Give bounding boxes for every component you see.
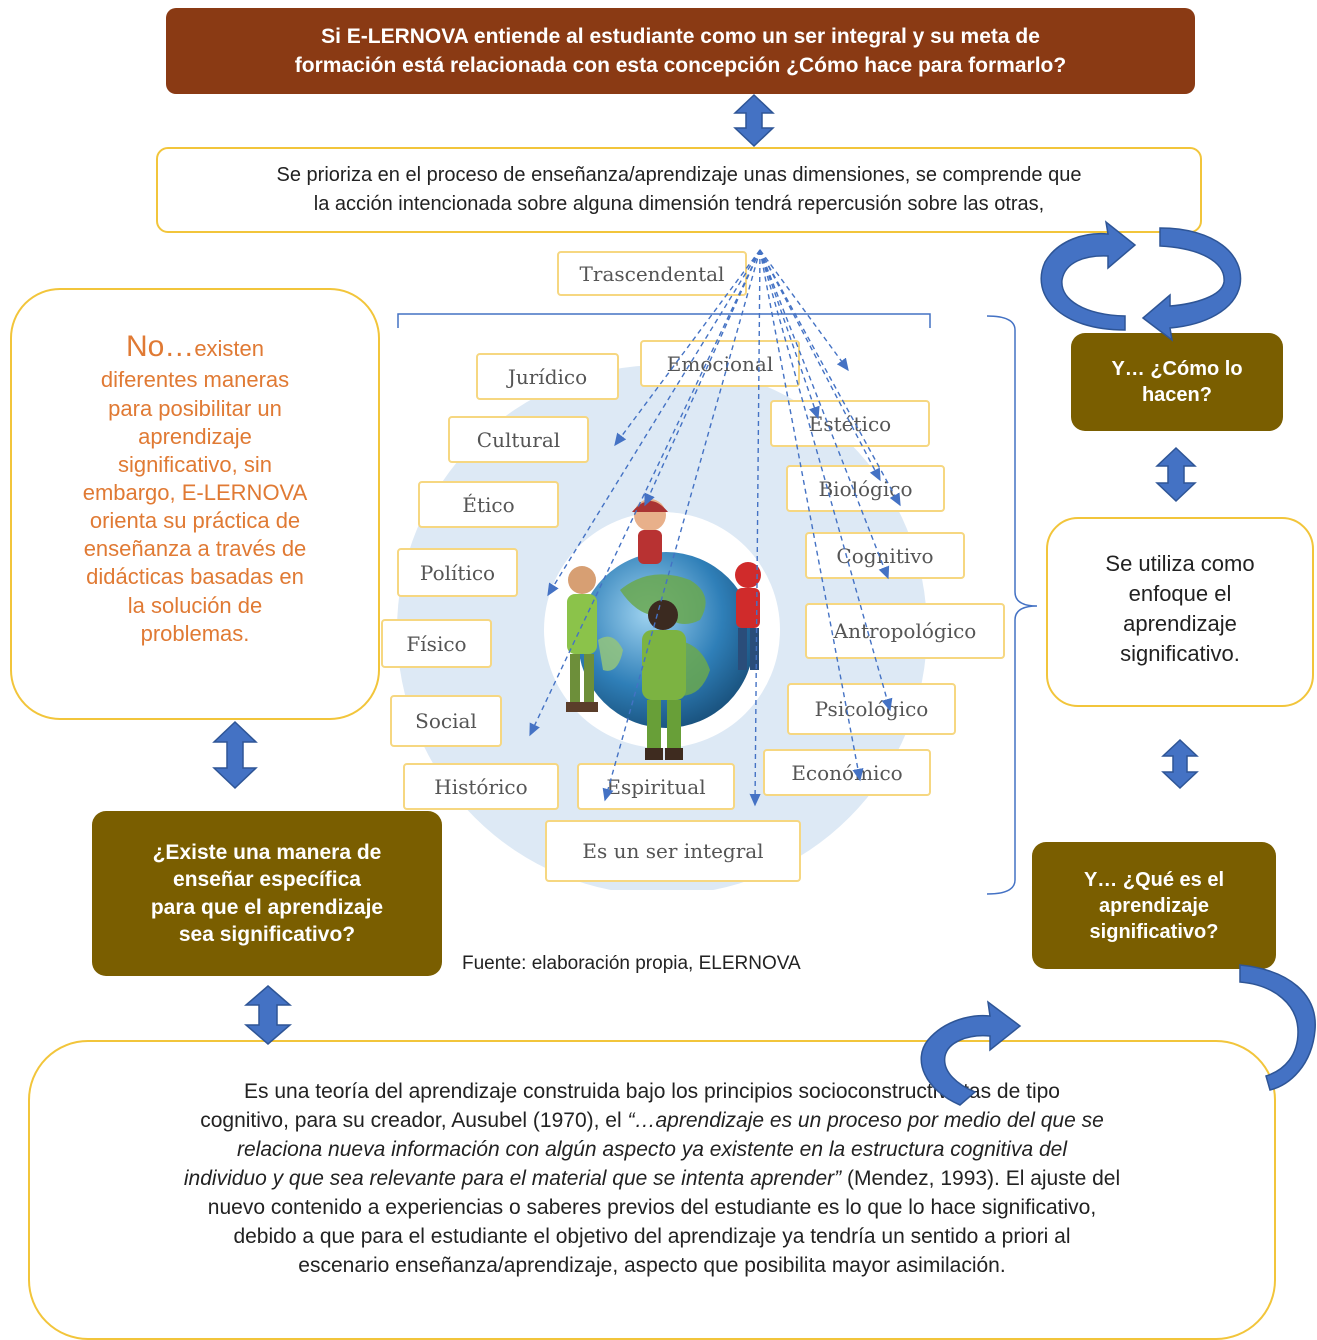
specific-question-line-4: sea significativo? [178,922,356,946]
specific-question-box: ¿Existe una manera de enseñar específica… [92,811,442,976]
priority-line-2: la acción intencionada sobre alguna dime… [313,193,1045,215]
enfoque-bubble: Se utiliza como enfoque el aprendizaje s… [1046,517,1314,707]
dim-economico: Económico [763,749,931,796]
what-question-line-1: Y… ¿Qué es el [1083,868,1225,891]
enfoque-line-4: significativo. [1120,641,1240,667]
dim-estetico: Estético [770,400,930,447]
definition-bubble: Es una teoría del aprendizaje construida… [28,1040,1276,1340]
definition-line-4b: (Mendez, 1993). El ajuste del [841,1166,1121,1190]
enfoque-line-2: enfoque el [1128,581,1232,607]
left-bubble-line: aprendizaje [138,423,252,449]
double-arrow-icon [1161,738,1199,790]
student-figure-right [735,562,761,670]
what-question-line-3: significativo? [1089,920,1219,943]
dim-etico: Ético [418,481,559,528]
how-question-line-1: Y… ¿Cómo lo [1111,358,1243,380]
left-bubble-lead: No… [125,330,195,363]
what-question-box: Y… ¿Qué es el aprendizaje significativo? [1032,842,1276,969]
double-arrow-icon [212,720,258,790]
left-bubble-lead-rest: existen [194,336,265,361]
dim-historico: Histórico [403,763,559,810]
specific-question-line-3: para que el aprendizaje [150,895,384,919]
top-question-box: Si E-LERNOVA entiende al estudiante como… [166,8,1195,94]
what-question-line-2: aprendizaje [1098,894,1210,917]
dim-biologico: Biológico [786,465,945,512]
double-arrow-icon [243,985,293,1045]
left-bubble-line: diferentes maneras [100,367,290,393]
left-bubble-line: didácticas basadas en [86,564,304,590]
top-question-line-1: Si E-LERNOVA entiende al estudiante como… [321,24,1040,48]
priority-box: Se prioriza en el proceso de enseñanza/a… [156,147,1202,233]
enfoque-line-3: aprendizaje [1123,611,1237,637]
right-brace [986,315,1038,895]
left-bubble-line: problemas. [140,620,250,646]
double-arrow-icon [1155,446,1197,503]
how-question-box: Y… ¿Cómo lo hacen? [1071,333,1283,431]
dim-integral: Es un ser integral [545,820,801,882]
dim-psicologico: Psicológico [787,683,956,735]
definition-line-2a: cognitivo, para su creador, Ausubel (197… [200,1108,628,1132]
dim-trascendental: Trascendental [557,251,747,296]
dim-cultural: Cultural [448,416,589,463]
left-bubble-body: diferentes maneras para posibilitar un a… [12,366,378,648]
left-bubble-line: enseñanza a través de [83,536,307,562]
specific-question-line-1: ¿Existe una manera de [152,840,382,864]
cycle-arrows-icon [1040,220,1242,342]
definition-quote-1: “…aprendizaje es un proceso por medio de… [627,1108,1104,1132]
top-bracket [397,313,931,328]
dim-antropologico: Antropológico [805,603,1005,659]
dim-espiritual: Espiritual [577,763,735,810]
definition-quote-3: individuo y que sea relevante para el ma… [183,1166,842,1190]
how-question-line-2: hacen? [1141,384,1212,406]
dim-emocional: Emocional [640,340,800,387]
left-bubble-line: orienta su práctica de [89,508,301,534]
enfoque-line-1: Se utiliza como [1105,551,1255,576]
dim-social: Social [390,695,502,747]
definition-line-6: debido a que para el estudiante el objet… [233,1224,1071,1248]
definition-line-5: nuevo contenido a experiencias o saberes… [207,1195,1097,1219]
dim-politico: Político [397,548,518,597]
definition-line-1: Es una teoría del aprendizaje construida… [244,1080,1060,1103]
left-bubble-line: para posibilitar un [108,395,282,421]
top-question-line-2: formación está relacionada con esta conc… [294,54,1067,77]
dim-juridico: Jurídico [476,353,619,400]
student-figure-front [642,600,686,760]
left-bubble-line: significativo, sin [117,451,273,477]
dim-fisico: Físico [381,619,492,668]
left-bubble-line: la solución de [127,592,263,618]
priority-line-1: Se prioriza en el proceso de enseñanza/a… [276,164,1082,186]
left-bubble: No…existen diferentes maneras para posib… [10,288,380,720]
student-figure-top [632,499,668,564]
left-bubble-line: embargo, E-LERNOVA [82,480,308,506]
source-caption: Fuente: elaboración propia, ELERNOVA [462,953,801,974]
specific-question-line-2: enseñar específica [173,868,361,892]
double-arrow-icon [733,93,775,148]
cycle-arrows-icon [920,964,1316,1106]
definition-quote-2: relaciona nueva información con algún as… [236,1137,1067,1161]
definition-line-7: escenario enseñanza/aprendizaje, aspecto… [298,1253,1006,1277]
